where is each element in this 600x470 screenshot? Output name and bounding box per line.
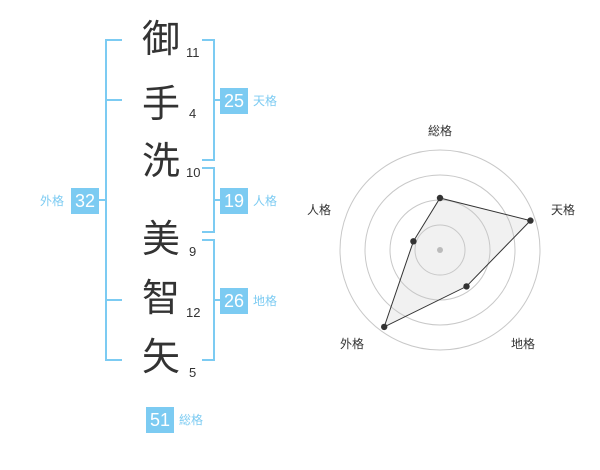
chikaku-label: 地格 [253, 294, 278, 308]
radar-point-5 [410, 238, 417, 245]
stroke-count-3: 10 [186, 165, 201, 180]
radar-point-4 [381, 323, 388, 331]
radar-label-gaikaku: 外格 [339, 337, 364, 351]
name-char-2: 手 [141, 82, 180, 126]
radar-points [381, 194, 534, 331]
tenkaku-value: 25 [220, 88, 248, 114]
radar-point-1 [436, 194, 444, 202]
radar-center-dot [437, 247, 443, 253]
soukaku-label: 総格 [179, 413, 204, 427]
gaikaku-label: 外格 [40, 194, 65, 208]
name-char-3: 洗 [141, 139, 180, 183]
gaikaku-value: 32 [71, 188, 99, 214]
stroke-count-5: 12 [186, 305, 201, 320]
jinkaku-label: 人格 [253, 194, 278, 208]
stroke-count-2: 4 [189, 106, 197, 121]
chikaku-value: 26 [220, 288, 248, 314]
name-char-6: 矢 [141, 335, 180, 379]
radar-label-soukaku: 総格 [427, 124, 452, 138]
stroke-count-6: 5 [189, 365, 197, 380]
jinkaku-value: 19 [220, 188, 248, 214]
name-char-4: 美 [141, 217, 180, 261]
name-char-1: 御 [141, 17, 180, 61]
radar-grid-ring-4 [339, 149, 541, 351]
radar-label-tenkaku: 天格 [550, 203, 575, 217]
radar-grid-ring-1 [414, 224, 466, 276]
stroke-count-4: 9 [189, 244, 197, 259]
radar-grid-ring-3 [364, 174, 516, 326]
radar-label-jinkaku: 人格 [306, 203, 331, 217]
radar-data-polygon [383, 197, 532, 328]
stroke-count-1: 11 [186, 45, 200, 60]
soukaku-value: 51 [146, 407, 174, 433]
tenkaku-label: 天格 [253, 94, 278, 108]
radar-label-chikaku: 地格 [510, 337, 535, 351]
radar-grid [339, 149, 541, 351]
radar-point-2 [527, 217, 534, 224]
name-char-5: 智 [141, 276, 180, 320]
radar-point-3 [463, 283, 470, 290]
